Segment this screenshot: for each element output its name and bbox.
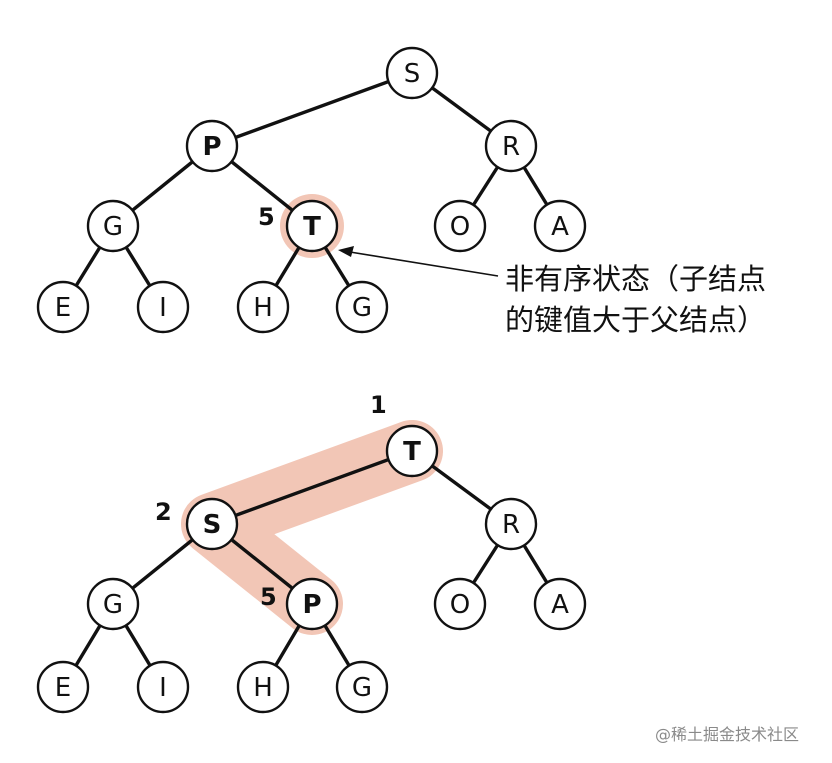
bottom-index-label-2: 2 xyxy=(155,498,172,526)
svg-text:G: G xyxy=(103,590,123,620)
svg-text:E: E xyxy=(55,293,71,323)
svg-text:H: H xyxy=(253,293,273,323)
bottom-tree: T S R G P O A E I H G 1 2 5 xyxy=(36,391,587,714)
top-node-o: O xyxy=(433,199,487,253)
bottom-node-a: A xyxy=(533,577,587,631)
bottom-index-label-1: 1 xyxy=(370,391,387,419)
callout-text-line1: 非有序状态（子结点 xyxy=(505,262,766,296)
bottom-node-h: H xyxy=(236,660,290,714)
bottom-node-r: R xyxy=(484,497,538,551)
svg-text:T: T xyxy=(403,437,421,467)
top-node-g2: G xyxy=(335,280,389,334)
svg-text:G: G xyxy=(352,673,372,703)
svg-text:G: G xyxy=(103,212,123,242)
bottom-node-s: S xyxy=(185,497,239,551)
svg-text:R: R xyxy=(502,132,520,162)
bottom-node-t: T xyxy=(385,424,439,478)
svg-text:P: P xyxy=(302,590,321,620)
top-node-h: H xyxy=(236,280,290,334)
svg-text:P: P xyxy=(202,132,221,162)
top-node-p: P xyxy=(185,119,239,173)
top-tree: S P R G T O A E I H G 5 非有序状态（子结点 的键值大于父… xyxy=(36,46,766,337)
top-node-e: E xyxy=(36,280,90,334)
watermark: @稀土掘金技术社区 xyxy=(655,725,799,744)
svg-text:A: A xyxy=(551,590,569,620)
callout-text-line2: 的键值大于父结点） xyxy=(505,303,766,337)
bottom-index-label-5: 5 xyxy=(260,583,277,611)
svg-text:H: H xyxy=(253,673,273,703)
bottom-node-p: P xyxy=(285,577,339,631)
svg-text:A: A xyxy=(551,212,569,242)
svg-text:I: I xyxy=(159,673,167,703)
svg-text:S: S xyxy=(404,59,421,89)
bottom-node-e: E xyxy=(36,660,90,714)
svg-text:S: S xyxy=(203,510,222,540)
top-node-g1: G xyxy=(86,199,140,253)
top-node-a: A xyxy=(533,199,587,253)
svg-text:O: O xyxy=(450,590,470,620)
callout-arrow xyxy=(338,246,499,277)
bottom-node-g2: G xyxy=(335,660,389,714)
svg-text:O: O xyxy=(450,212,470,242)
bottom-node-o: O xyxy=(433,577,487,631)
top-edge-s-p xyxy=(210,71,414,148)
top-node-t: T xyxy=(285,199,339,253)
top-node-s: S xyxy=(385,46,439,100)
top-node-r: R xyxy=(484,119,538,173)
bottom-node-g1: G xyxy=(86,577,140,631)
svg-text:E: E xyxy=(55,673,71,703)
svg-text:I: I xyxy=(159,293,167,323)
svg-text:G: G xyxy=(352,293,372,323)
svg-text:T: T xyxy=(303,212,321,242)
top-node-i: I xyxy=(136,280,190,334)
bottom-node-i: I xyxy=(136,660,190,714)
bottom-edge-t-s xyxy=(210,449,414,526)
top-index-label-5: 5 xyxy=(258,203,275,231)
svg-text:R: R xyxy=(502,510,520,540)
